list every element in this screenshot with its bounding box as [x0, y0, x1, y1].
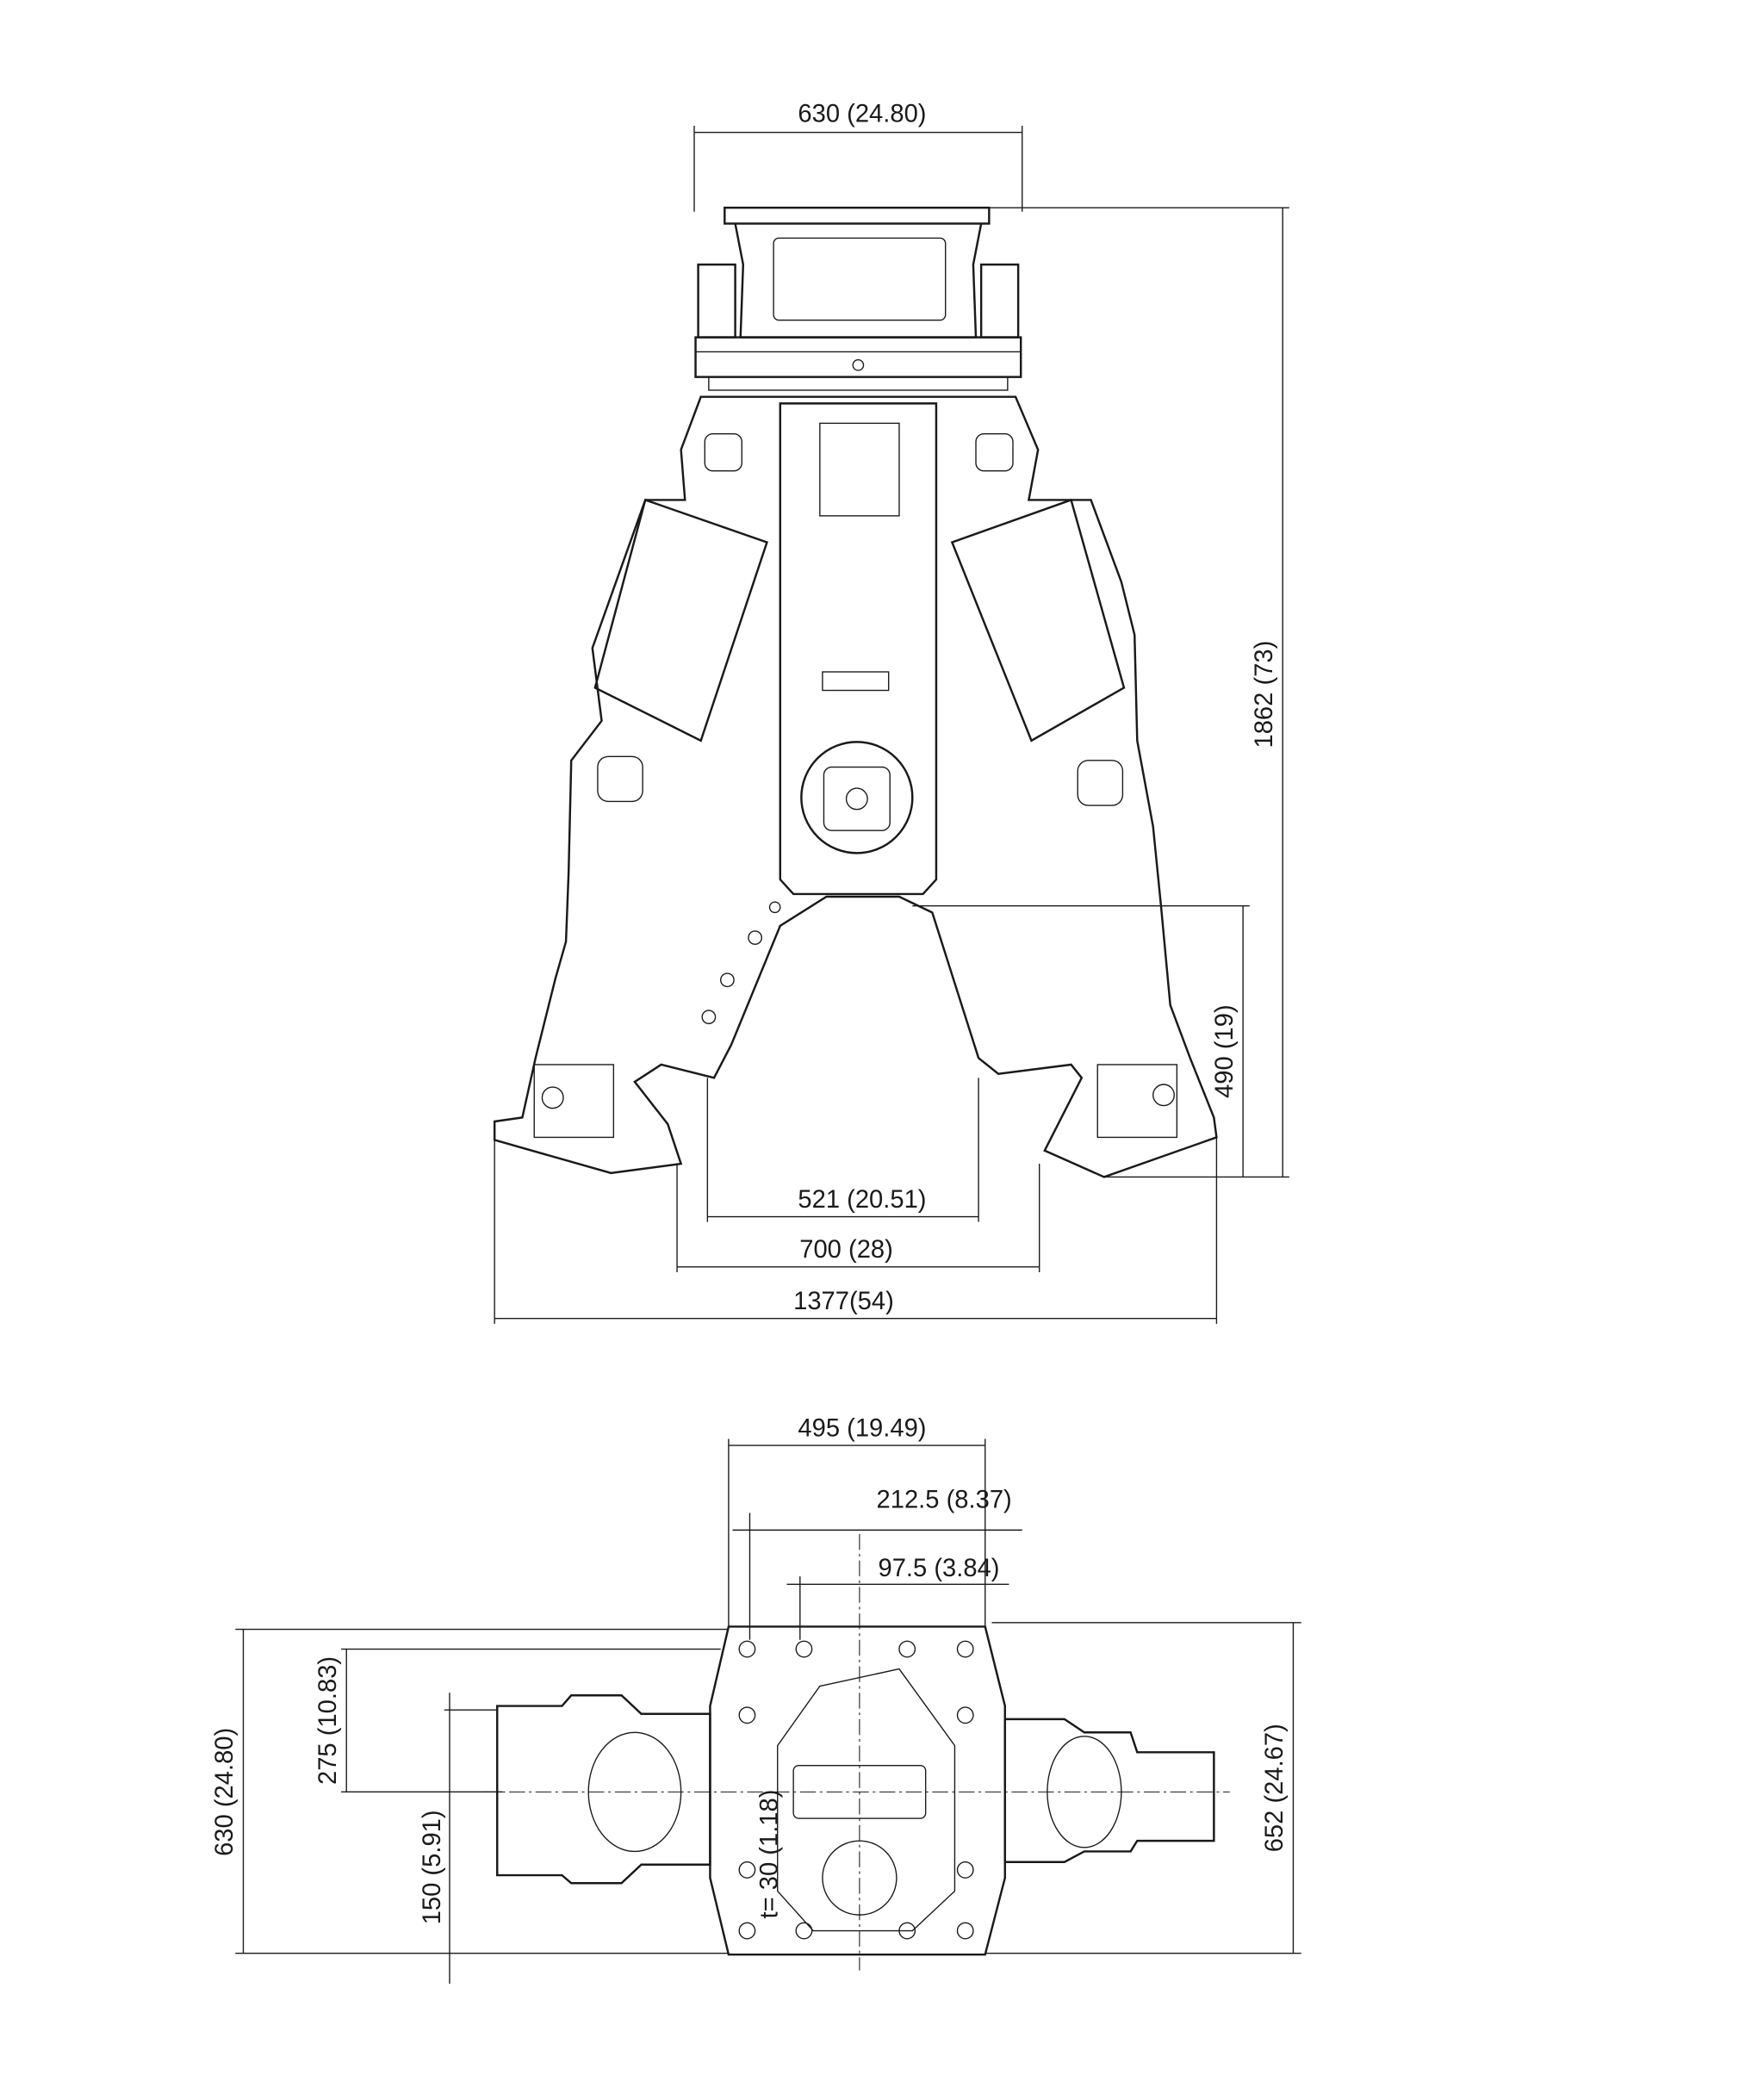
adapter-panel — [773, 237, 947, 321]
dim-jaw-height: 490 (19) — [1211, 1004, 1239, 1098]
rotary-joint — [800, 741, 914, 854]
ring-teeth — [708, 376, 1009, 391]
front-view — [493, 206, 1218, 1178]
left-cylinder — [593, 498, 768, 742]
left-jaw-tip — [533, 1064, 615, 1139]
dim-offset-150: 150 (5.91) — [419, 1810, 446, 1924]
pivot-right — [1077, 760, 1124, 806]
center-column — [779, 402, 938, 896]
column-slot — [822, 671, 890, 692]
dim-offset-275: 275 (10.83) — [314, 1656, 342, 1785]
dim-plate-height-left: 630 (24.80) — [211, 1728, 239, 1856]
dim-overall-width: 1377(54) — [793, 1288, 894, 1315]
plate-cutout — [777, 1668, 956, 1932]
right-lug — [979, 263, 1020, 339]
dim-hole-offset-b: 97.5 (3.84) — [879, 1555, 1000, 1582]
rotation-ring — [694, 336, 1022, 378]
dim-plate-width: 495 (19.49) — [798, 1414, 926, 1442]
top-plate — [724, 206, 991, 225]
column-cover — [819, 422, 900, 517]
ring-bolt — [852, 359, 865, 371]
mounting-plate — [709, 1625, 1007, 1956]
dim-overall-height: 1862 (73) — [1251, 641, 1278, 749]
right-cylinder-plan — [1003, 1718, 1215, 1863]
pivot-right-top — [975, 432, 1014, 472]
front-dimensions: 630 (24.80) 1862 (73) 490 (19) 521 (20.5… — [494, 100, 1289, 1324]
right-cylinder — [950, 498, 1126, 742]
plan-view — [482, 1533, 1230, 1971]
right-jaw-tip — [1096, 1064, 1178, 1139]
left-cylinder-plan — [496, 1694, 711, 1885]
dim-thickness: t= 30 (1.18) — [756, 1790, 784, 1919]
pivot-left-top — [704, 432, 742, 472]
dim-hole-offset-a: 212.5 (8.37) — [877, 1486, 1012, 1513]
left-lug — [697, 263, 736, 339]
body-outline — [493, 395, 1218, 1178]
pivot-left — [597, 755, 643, 803]
dim-top-width: 630 (24.80) — [798, 100, 926, 127]
plate-holes — [738, 1640, 974, 1940]
dim-plate-height-right: 652 (24.67) — [1261, 1724, 1289, 1852]
dim-jaw-inner-width: 521 (20.51) — [798, 1186, 926, 1214]
plan-dimensions: 495 (19.49) 212.5 (8.37) 97.5 (3.84) 630… — [211, 1414, 1301, 1984]
dim-jaw-opening: 700 (28) — [799, 1236, 893, 1264]
